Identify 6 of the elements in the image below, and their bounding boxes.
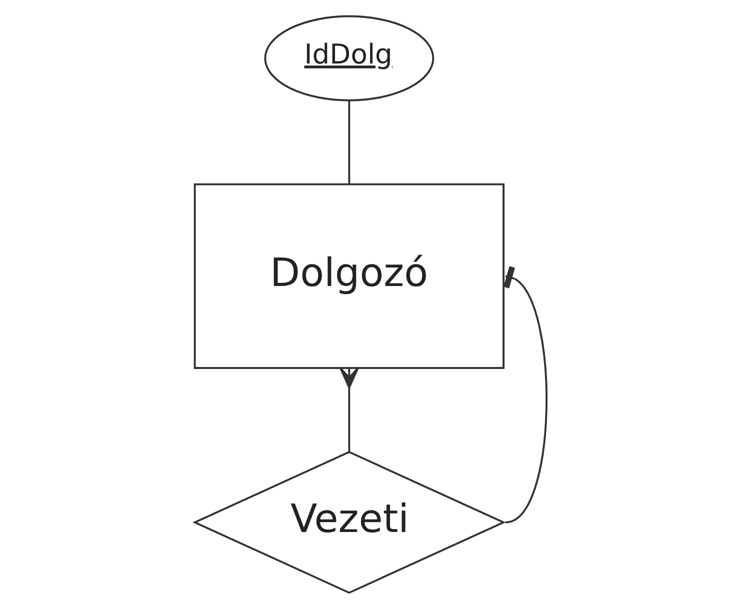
- node-diamond: Vezeti: [192, 450, 506, 594]
- connector: [339, 367, 359, 452]
- node-box: Dolgozó: [194, 183, 505, 369]
- node-ellipse: IdDolg: [264, 15, 434, 102]
- connector: [503, 266, 548, 524]
- connector: [348, 100, 350, 184]
